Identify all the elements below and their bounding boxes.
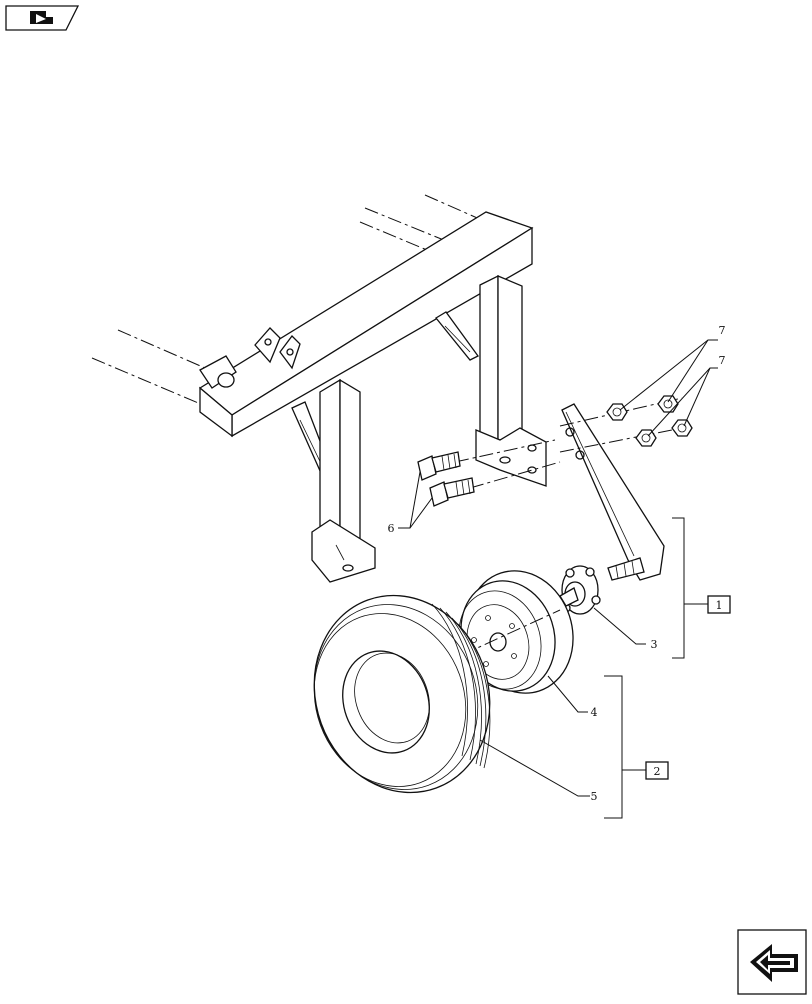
callout-1-box [707, 595, 731, 614]
leader-lines [398, 339, 718, 819]
callout-4: 4 [591, 706, 598, 719]
callout-2-box [645, 761, 669, 780]
callout-7-upper: 7 [719, 324, 726, 337]
book-arrow-icon [30, 11, 53, 24]
nut-2 [657, 395, 679, 413]
wheel-rim [458, 570, 574, 694]
bottom-nav-button[interactable] [737, 929, 807, 995]
wheel-hub [559, 565, 601, 615]
tyre [313, 594, 491, 794]
callout-2: 2 [654, 765, 661, 778]
callout-1: 1 [716, 599, 723, 612]
nut-4 [671, 419, 693, 437]
bolt-upper [417, 451, 461, 481]
callout-3: 3 [651, 638, 658, 651]
bolt-lower [429, 477, 475, 507]
mounting-bolts [417, 439, 561, 507]
spindle-arm-assembly [559, 403, 665, 615]
callout-5: 5 [591, 790, 598, 803]
callout-7-lower: 7 [719, 354, 726, 367]
top-nav-tab[interactable] [5, 5, 80, 31]
return-arrow-icon [750, 944, 798, 982]
nut-3 [635, 429, 657, 447]
callout-6: 6 [388, 522, 395, 535]
axle-frame [91, 194, 547, 583]
